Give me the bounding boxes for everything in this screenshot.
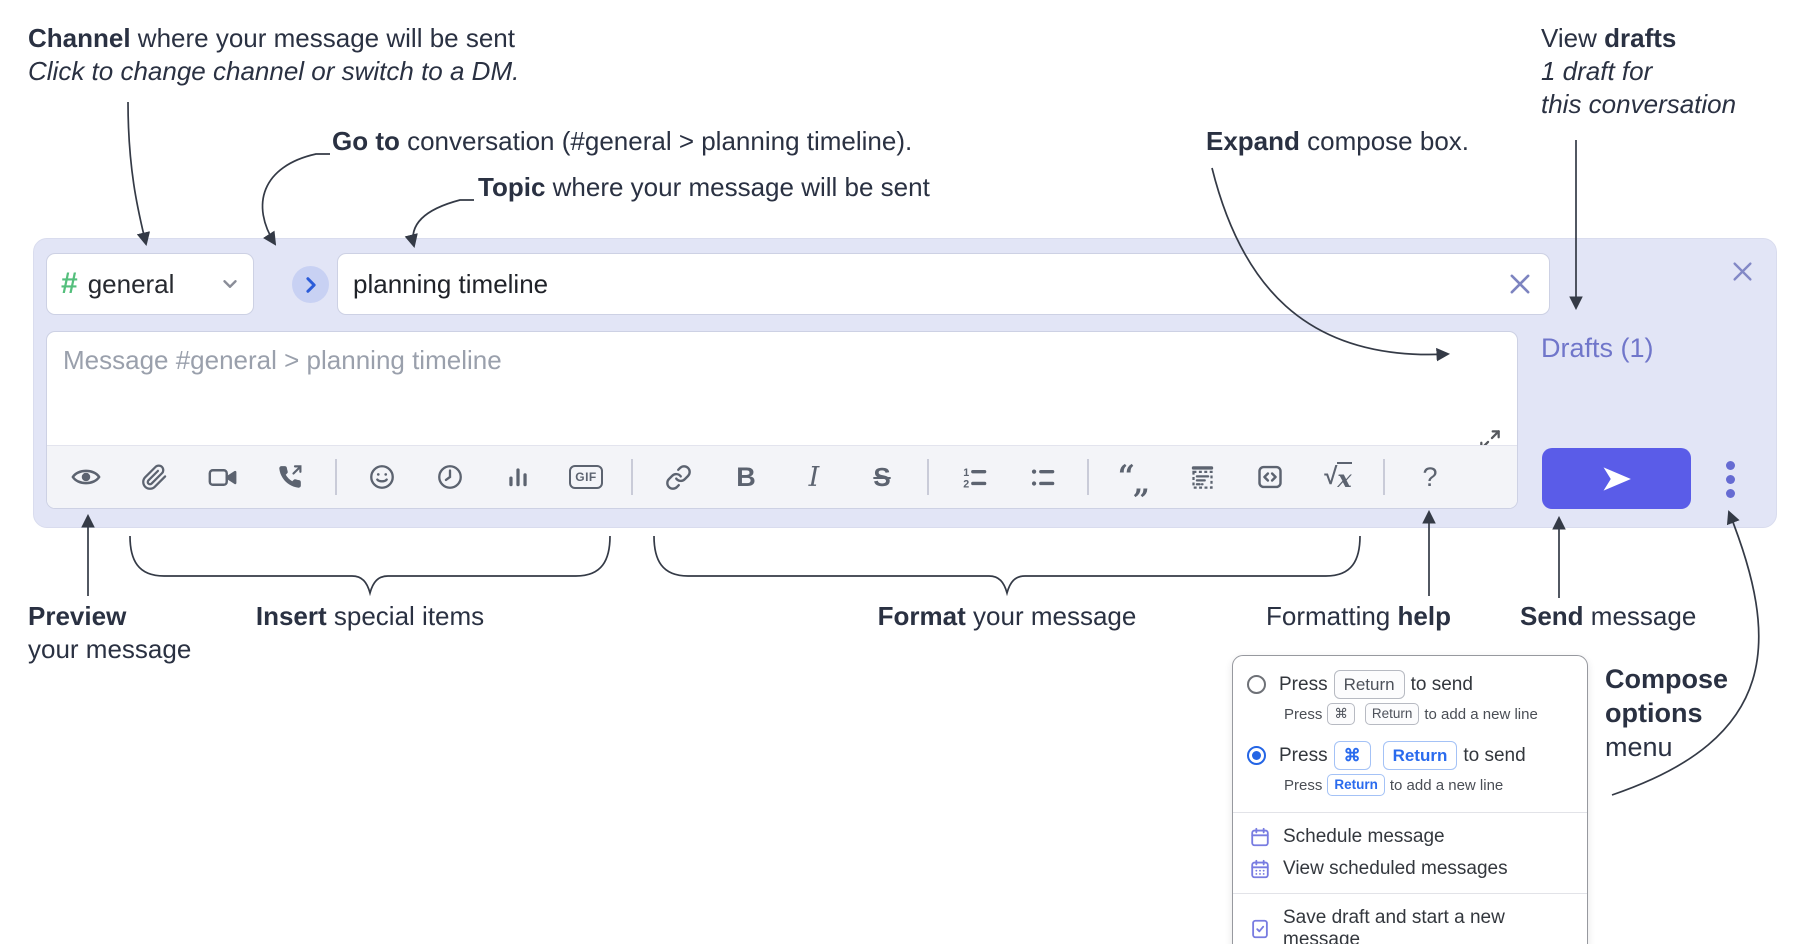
clear-topic-button[interactable]: [1497, 261, 1543, 307]
annotation-compose-options: Compose options menu: [1605, 664, 1729, 762]
message-input[interactable]: [47, 332, 1517, 445]
link-icon[interactable]: [655, 454, 701, 500]
toolbar-divider: [1383, 459, 1385, 495]
annotation-preview: Preview your message: [28, 601, 192, 664]
close-icon: [1510, 274, 1530, 294]
code-icon[interactable]: [1247, 454, 1293, 500]
toolbar-divider: [335, 459, 337, 495]
format-brace: [653, 535, 1361, 597]
annotation-topic: Topic where your message will be sent: [478, 172, 930, 202]
radio-checked[interactable]: [1247, 746, 1266, 765]
attach-file-icon[interactable]: [131, 454, 177, 500]
bold-icon[interactable]: B: [736, 461, 756, 492]
return-key: Return: [1382, 741, 1458, 770]
annotation-format: Format your message: [877, 601, 1137, 631]
toolbar-divider: [927, 459, 929, 495]
compose-box: # general: [33, 238, 1777, 528]
preview-eye-icon[interactable]: [63, 454, 109, 500]
compose-options-menu: Press Return to send Press ⌘ Return to a…: [1232, 655, 1588, 944]
emoji-icon[interactable]: [359, 454, 405, 500]
svg-text:1: 1: [963, 466, 969, 478]
send-option-return-sub: Press ⌘ Return to add a new line: [1233, 701, 1587, 733]
annotation-insert: Insert special items: [255, 601, 485, 631]
menu-divider: [1233, 812, 1587, 813]
menu-divider: [1233, 893, 1587, 894]
annotation-send: Send message: [1520, 601, 1697, 631]
menu-item-save-draft[interactable]: Save draft and start a new message: [1233, 902, 1587, 944]
annotation-view-drafts: View drafts 1 draft for this conversatio…: [1541, 23, 1737, 119]
channel-name: general: [87, 268, 175, 299]
topic-input[interactable]: [338, 268, 1497, 300]
channel-hash-icon: #: [61, 267, 78, 300]
formatting-help-icon[interactable]: ?: [1422, 461, 1438, 492]
send-option-return[interactable]: Press Return to send: [1233, 668, 1587, 701]
annotation-channel: Channel where your message will be sent …: [28, 22, 519, 88]
poll-icon[interactable]: [495, 454, 541, 500]
topic-field: [337, 253, 1550, 315]
cmd-key: ⌘: [1333, 741, 1371, 770]
svg-text:2: 2: [963, 478, 969, 490]
menu-item-view-scheduled[interactable]: View scheduled messages: [1233, 853, 1587, 885]
return-key: Return: [1333, 670, 1405, 699]
toolbar-divider: [1087, 459, 1089, 495]
video-call-icon[interactable]: [199, 454, 245, 500]
chevron-down-icon: [223, 280, 237, 288]
compose-options-button[interactable]: [1710, 455, 1750, 503]
annotation-goto: Go to conversation (#general > planning …: [332, 126, 913, 156]
gif-icon[interactable]: GIF: [563, 454, 609, 500]
math-icon[interactable]: √x: [1324, 461, 1352, 493]
annotation-channel-rest: where your message will be sent: [130, 23, 515, 53]
return-key: Return: [1327, 774, 1385, 796]
close-icon: [1732, 261, 1752, 281]
channel-selector[interactable]: # general: [46, 253, 254, 315]
strikethrough-icon[interactable]: S: [873, 461, 891, 492]
goto-conversation-button[interactable]: [292, 266, 329, 303]
annotation-help: Formatting help: [1266, 601, 1451, 631]
goto-arrow: [261, 153, 330, 246]
toolbar-divider: [631, 459, 633, 495]
message-area: [47, 332, 1517, 450]
bulleted-list-icon[interactable]: [1019, 454, 1065, 500]
send-button[interactable]: [1542, 448, 1691, 509]
send-icon: [1603, 466, 1631, 491]
calendar-grid-icon: [1251, 859, 1269, 879]
quote-icon[interactable]: “„: [1117, 459, 1151, 501]
send-option-cmd-return[interactable]: Press ⌘ Return to send: [1233, 739, 1587, 772]
return-key: Return: [1364, 703, 1420, 725]
annotation-channel-bold: Channel: [28, 23, 131, 53]
cmd-key: ⌘: [1327, 703, 1355, 725]
audio-call-icon[interactable]: [267, 454, 313, 500]
channel-arrow: [127, 101, 151, 246]
spoiler-icon[interactable]: [1179, 454, 1225, 500]
italic-icon[interactable]: I: [808, 461, 820, 493]
insert-brace: [129, 535, 611, 597]
annotation-expand: Expand compose box.: [1206, 126, 1470, 156]
menu-item-schedule-message[interactable]: Schedule message: [1233, 821, 1587, 853]
time-icon[interactable]: [427, 454, 473, 500]
draft-check-icon: [1252, 919, 1268, 939]
annotation-channel-sub: Click to change channel or switch to a D…: [28, 56, 520, 86]
chevron-right-icon: [306, 277, 316, 293]
message-editor: GIF B I S 12 “„: [46, 331, 1518, 509]
send-option-cmd-return-sub: Press Return to add a new line: [1233, 772, 1587, 804]
drafts-link[interactable]: Drafts (1): [1541, 333, 1654, 363]
radio-unchecked[interactable]: [1247, 675, 1266, 694]
calendar-icon: [1251, 827, 1269, 847]
close-compose-button[interactable]: [1722, 251, 1762, 291]
